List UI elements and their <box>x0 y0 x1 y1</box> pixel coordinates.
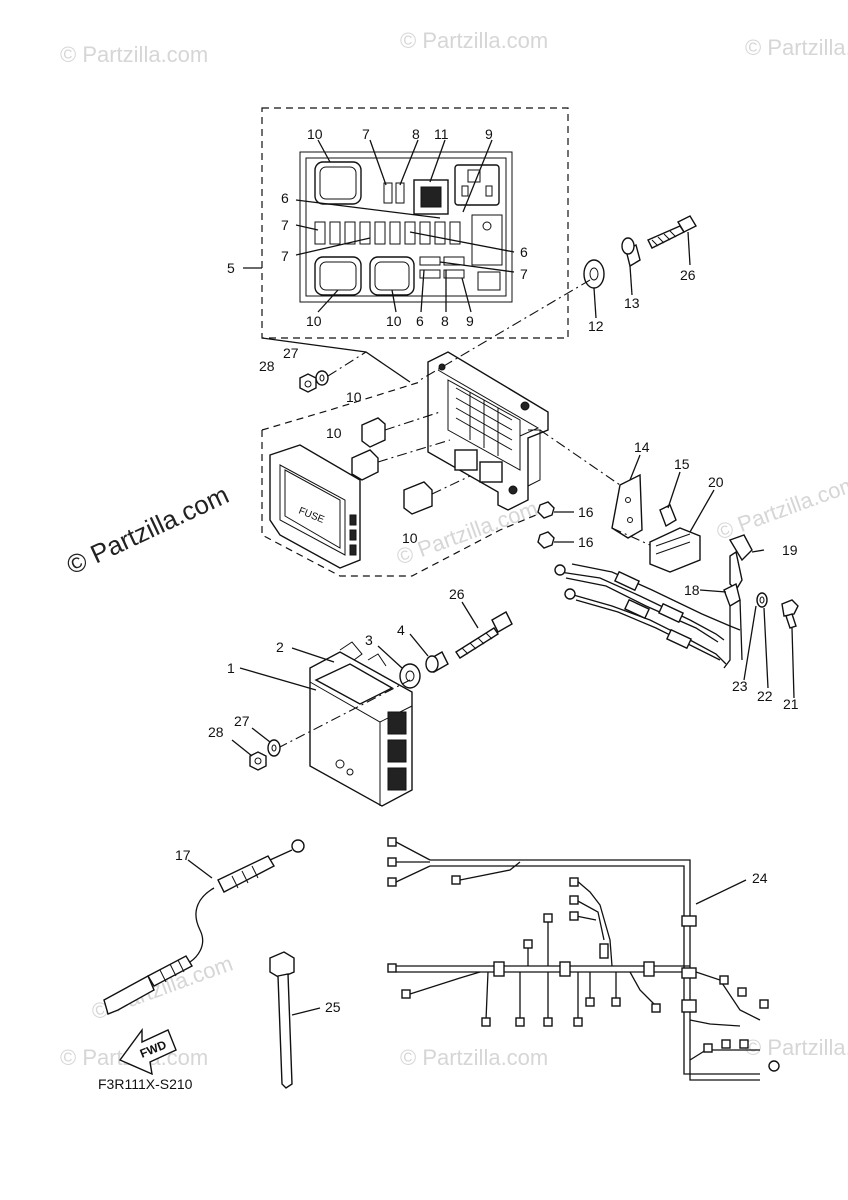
callout-20: 20 <box>708 474 724 490</box>
fuse-box-assembly <box>427 351 549 511</box>
watermark-main: © Partzilla.com <box>62 479 233 580</box>
callout-11: 11 <box>434 126 449 142</box>
nut-icon <box>537 501 574 549</box>
callout-13: 13 <box>624 295 640 311</box>
grommet-bolt-top <box>419 215 697 381</box>
callout-24: 24 <box>752 870 768 886</box>
callout-12: 12 <box>588 318 604 334</box>
callout-28: 28 <box>259 358 275 374</box>
fwd-arrow-icon: FWD <box>118 1027 177 1076</box>
cable-17 <box>103 839 305 1015</box>
callout-26: 26 <box>449 586 465 602</box>
callout-3: 3 <box>365 632 373 648</box>
callout-10: 10 <box>306 313 322 329</box>
callout-6: 6 <box>416 313 424 329</box>
callout-25: 25 <box>325 999 341 1015</box>
battery-cable-assembly <box>554 563 799 699</box>
callout-18: 18 <box>684 582 700 598</box>
fuse-cover-detail: FUSE <box>261 381 549 577</box>
watermark: © Partzilla.com <box>745 1035 848 1060</box>
callout-27: 27 <box>234 713 250 729</box>
callout-10: 10 <box>307 126 323 142</box>
callout-19: 19 <box>782 542 798 558</box>
callout-10: 10 <box>326 425 342 441</box>
callout-7: 7 <box>520 266 528 282</box>
callout-16: 16 <box>578 534 594 550</box>
nut-washer-top <box>299 351 367 393</box>
watermark: © Partzilla.com <box>713 471 848 545</box>
watermark: © Partzilla.com <box>745 35 848 60</box>
callout-8: 8 <box>412 126 420 142</box>
watermark-layer: © Partzilla.com © Partzilla.com © Partzi… <box>60 28 848 1070</box>
callout-21: 21 <box>783 696 799 712</box>
callout-22: 22 <box>757 688 773 704</box>
callout-6: 6 <box>281 190 289 206</box>
callout-15: 15 <box>674 456 690 472</box>
fuse-layout-detail <box>261 107 569 339</box>
callout-9: 9 <box>466 313 474 329</box>
watermark: © Partzilla.com <box>60 42 208 67</box>
callout-5: 5 <box>227 260 235 276</box>
callout-23: 23 <box>732 678 748 694</box>
callout-10: 10 <box>386 313 402 329</box>
callout-26: 26 <box>680 267 696 283</box>
callout-4: 4 <box>397 622 405 638</box>
callout-17: 17 <box>175 847 191 863</box>
callout-9: 9 <box>485 126 493 142</box>
callout-1: 1 <box>227 660 235 676</box>
diagram-code: F3R111X-S210 <box>98 1076 193 1092</box>
nut-washer-bottom <box>231 727 281 771</box>
ecu-assembly <box>239 601 513 807</box>
callout-10: 10 <box>346 389 362 405</box>
callout-28: 28 <box>208 724 224 740</box>
cable-tie <box>269 951 321 1089</box>
callout-7: 7 <box>362 126 370 142</box>
callout-8: 8 <box>441 313 449 329</box>
relay-bracket-assembly <box>539 429 765 592</box>
callout-10: 10 <box>402 530 418 546</box>
wire-harness <box>387 837 780 1081</box>
relay-icon <box>351 411 471 515</box>
callout-6: 6 <box>520 244 528 260</box>
callout-7: 7 <box>281 217 289 233</box>
watermark: © Partzilla.com <box>400 28 548 53</box>
callout-labels: 10 7 8 11 9 6 7 7 6 7 5 10 10 6 8 9 12 1… <box>175 126 799 1015</box>
callout-27: 27 <box>283 345 299 361</box>
callout-16: 16 <box>578 504 594 520</box>
callout-7: 7 <box>281 248 289 264</box>
callout-14: 14 <box>634 439 650 455</box>
watermark: © Partzilla.com <box>400 1045 548 1070</box>
callout-2: 2 <box>276 639 284 655</box>
